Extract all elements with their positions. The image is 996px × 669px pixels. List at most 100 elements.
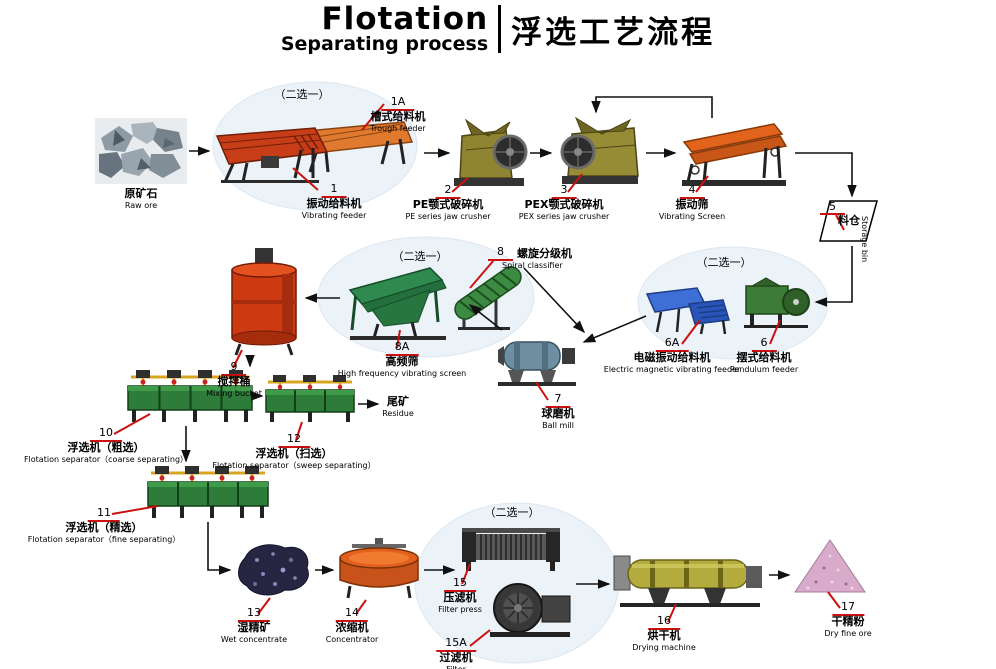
flotation-fine-illustration bbox=[146, 464, 270, 524]
label-filter-press: 15 压滤机 Filter press bbox=[438, 572, 482, 614]
label-en: Wet concentrate bbox=[220, 634, 288, 644]
label-number: 1 bbox=[321, 182, 347, 198]
label-zh: 尾矿 bbox=[387, 395, 409, 408]
choose-one-note-mill-feeders: （二选一） bbox=[696, 256, 752, 269]
vibrating-screen-illustration bbox=[678, 120, 793, 194]
choose-one-note-classifier: （二选一） bbox=[392, 250, 448, 263]
label-zh: 浓缩机 bbox=[335, 620, 369, 634]
label-zh: 湿精矿 bbox=[237, 620, 271, 634]
label-vibrating-feeder: 1 振动给料机 Vibrating feeder bbox=[302, 178, 367, 220]
label-zh: 料仓 bbox=[838, 214, 860, 227]
title-sub: Separating process bbox=[280, 33, 489, 55]
label-en: Vibrating Screen bbox=[658, 211, 726, 221]
label-zh: 原矿石 bbox=[124, 187, 158, 200]
label-dry-fine-ore: 17 干精粉 Dry fine ore bbox=[824, 596, 871, 638]
label-zh: 烘干机 bbox=[647, 628, 681, 642]
label-zh: 球磨机 bbox=[541, 406, 575, 420]
label-en: Drying machine bbox=[632, 642, 696, 652]
title-english: Flotation Separating process bbox=[281, 4, 488, 54]
label-concentrator: 14 浓缩机 Concentrator bbox=[326, 602, 379, 644]
label-zh: 浮选机（精选） bbox=[65, 520, 143, 534]
pex-jaw-crusher-illustration bbox=[554, 112, 644, 194]
label-en: PE series jaw crusher bbox=[405, 211, 491, 221]
label-en: Trough feeder bbox=[370, 123, 426, 133]
label-number: 9 bbox=[221, 360, 247, 376]
label-en: High frequency vibrating screen bbox=[337, 368, 467, 378]
label-pendulum-feeder: 6 摆式给料机 Pendulum feeder bbox=[730, 332, 798, 374]
label-number: 6 bbox=[751, 336, 777, 352]
label-en: Concentrator bbox=[325, 634, 379, 644]
label-number: 6A bbox=[655, 336, 689, 352]
label-raw-ore: 原矿石 Raw ore bbox=[124, 187, 158, 210]
label-pe-jaw-crusher: 2 PE颚式破碎机 PE series jaw crusher bbox=[405, 179, 490, 221]
label-number: 12 bbox=[278, 432, 310, 448]
label-zh: PEX颚式破碎机 bbox=[524, 197, 604, 211]
label-spiral-classifier: 8 螺旋分级机 Spiral classifier bbox=[488, 245, 572, 270]
label-number: 15A bbox=[436, 636, 476, 652]
label-ball-mill: 7 球磨机 Ball mill bbox=[542, 388, 575, 430]
mixing-bucket-illustration bbox=[226, 246, 302, 360]
concentrator-illustration bbox=[336, 536, 422, 604]
page-title: Flotation Separating process 浮选工艺流程 bbox=[0, 4, 996, 54]
label-number: 5 bbox=[820, 200, 845, 215]
label-zh: 过滤机 bbox=[439, 650, 473, 664]
label-filter: 15A 过滤机 Filter bbox=[436, 632, 476, 669]
label-en: Pendulum feeder bbox=[729, 364, 799, 374]
label-flotation-fine: 11 浮选机（精选） Flotation separator（fine sepa… bbox=[28, 502, 181, 544]
label-number: 3 bbox=[551, 183, 577, 199]
label-flotation-sweep: 12 浮选机（扫选） Flotation separator（sweep sep… bbox=[212, 428, 375, 470]
label-number: 15 bbox=[444, 576, 476, 592]
label-drying-machine: 16 烘干机 Drying machine bbox=[632, 610, 695, 652]
label-number: 2 bbox=[435, 183, 461, 199]
label-en: Flotation separator（coarse separating） bbox=[23, 454, 189, 464]
label-zh: PE颚式破碎机 bbox=[412, 197, 484, 211]
pendulum-feeder-illustration bbox=[742, 276, 812, 332]
label-trough-feeder: 1A 槽式给料机 Trough feeder bbox=[370, 91, 425, 133]
label-zh: 槽式给料机 bbox=[370, 109, 426, 123]
vibrating-feeder-illustration bbox=[213, 126, 335, 188]
electric-magnetic-vibrating-feeder-illustration bbox=[645, 286, 733, 340]
label-en: Vibrating feeder bbox=[301, 210, 367, 220]
label-en: Raw ore bbox=[124, 200, 158, 210]
storage-bin-illustration bbox=[818, 198, 880, 248]
label-number: 10 bbox=[90, 426, 122, 442]
label-number: 8A bbox=[385, 340, 419, 356]
label-pex-jaw-crusher: 3 PEX颚式破碎机 PEX series jaw crusher bbox=[519, 179, 610, 221]
filter-press-illustration bbox=[460, 522, 562, 576]
label-flotation-coarse: 10 浮选机（粗选） Flotation separator（coarse se… bbox=[24, 422, 188, 464]
label-residue: 尾矿 Residue bbox=[382, 395, 414, 418]
filter-illustration bbox=[486, 580, 574, 642]
label-en: Flotation separator（sweep separating） bbox=[212, 460, 376, 470]
label-high-frequency-screen: 8A 高频筛 High frequency vibrating screen bbox=[338, 336, 466, 378]
label-en: Filter bbox=[436, 665, 476, 669]
label-en: Flotation separator（fine separating） bbox=[27, 534, 181, 544]
ball-mill-illustration bbox=[496, 326, 578, 390]
label-zh: 电磁振动给料机 bbox=[633, 350, 711, 364]
label-number: 4 bbox=[679, 183, 705, 199]
title-divider bbox=[498, 5, 502, 53]
label-en: PEX series jaw crusher bbox=[518, 211, 610, 221]
drying-machine-illustration bbox=[612, 546, 767, 612]
label-vibrating-screen: 4 振动筛 Vibrating Screen bbox=[659, 179, 725, 221]
label-zh: 浮选机（扫选） bbox=[255, 446, 333, 460]
flotation-sweep-illustration bbox=[264, 374, 356, 428]
label-electric-magnetic-vibrating-feeder: 6A 电磁振动给料机 Electric magnetic vibrating f… bbox=[604, 332, 740, 374]
dry-fine-ore-image bbox=[792, 536, 868, 600]
label-en: Spiral classifier bbox=[502, 260, 563, 270]
high-frequency-screen-illustration bbox=[342, 260, 454, 344]
label-zh: 摆式给料机 bbox=[736, 350, 792, 364]
flotation-coarse-illustration bbox=[126, 368, 254, 428]
label-en: Residue bbox=[382, 408, 414, 418]
choose-one-note-feeders: （二选一） bbox=[274, 88, 330, 101]
label-zh: 振动筛 bbox=[675, 197, 709, 211]
label-number: 16 bbox=[647, 614, 680, 630]
label-en: Electric magnetic vibrating feeder bbox=[603, 364, 741, 374]
label-zh: 螺旋分级机 bbox=[517, 247, 572, 260]
pe-jaw-crusher-illustration bbox=[452, 116, 528, 194]
label-number: 8 bbox=[488, 245, 513, 261]
label-zh: 干精粉 bbox=[831, 614, 865, 628]
label-wet-concentrate: 13 湿精矿 Wet concentrate bbox=[221, 602, 287, 644]
raw-ore-image bbox=[95, 118, 187, 188]
label-mixing-bucket: 9 搅拌桶 Mixing bucket bbox=[206, 356, 262, 398]
